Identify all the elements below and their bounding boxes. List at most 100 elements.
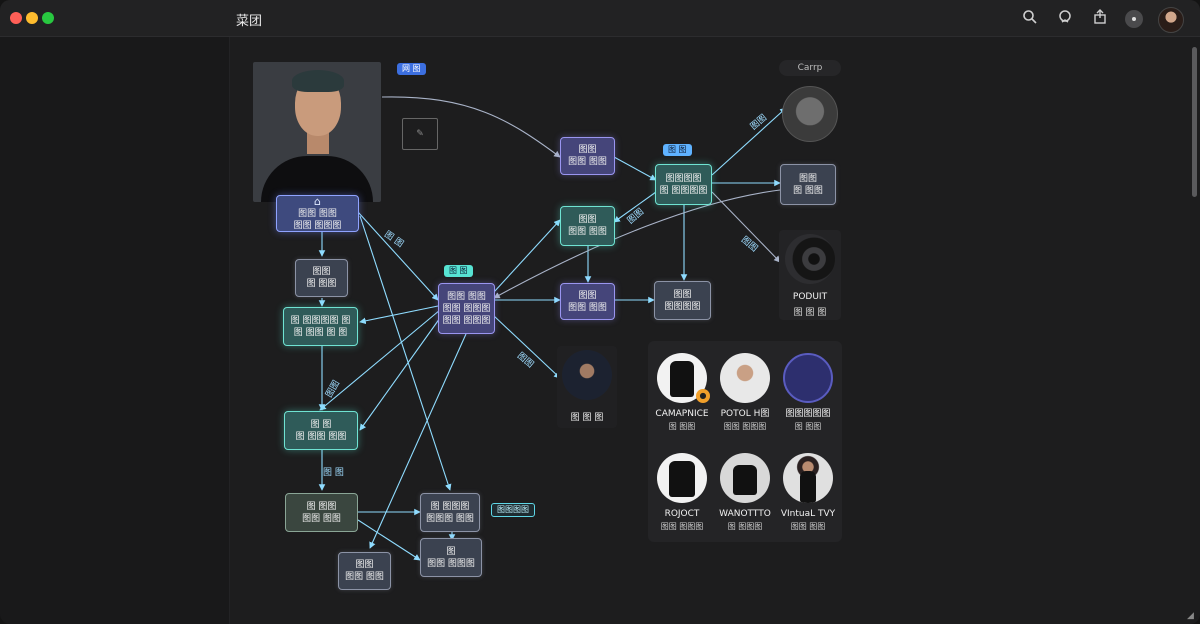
catalog-item-title: VIntuaL TVY [780,509,836,519]
badge-icon: ● [696,389,710,403]
node-teal-c-line1: 图图图图 [665,173,702,184]
node-center-hub[interactable]: 图图 图图 图图 图图图 图图 图图图 [438,283,495,334]
catalog-item[interactable]: WANOTTTO 图 图图图 [713,445,777,541]
node-small-a-line2: 图 图图 [306,279,337,289]
minimize-window-button[interactable] [26,12,38,24]
node-list-a[interactable]: 图 图图图图 图 图 图图 图 图 [283,307,358,346]
catalog-item-title: 图图图图图 [785,409,831,419]
sketch-label: Carrp [779,60,841,76]
sidebar [0,37,230,624]
node-small-a-line1: 图图 [312,267,331,277]
node-slate-b-line2: 图图图图 [664,301,701,312]
catalog-item-title: ROJOCT [664,509,700,519]
node-bottom-mid[interactable]: 图 图图图 图图图 图图 [420,493,480,532]
catalog-item[interactable]: ● CAMAPNICE 图 图图 [650,345,714,441]
node-right-blue[interactable]: 图图 图 图图 [780,164,836,205]
catalog-item-subtitle: 图 图图 [668,422,696,431]
profile-photo[interactable] [253,62,381,202]
scrollbar[interactable] [1190,37,1200,624]
node-home-line2: 图图 图图图 [293,221,342,231]
shirt-image [657,453,707,503]
window-title: 菜团 [236,14,263,29]
node-right-blue-line1: 图图 [798,173,817,184]
search-icon[interactable] [1021,9,1039,27]
node-center-hub-line3: 图图 图图图 [442,315,491,326]
node-bottom-left[interactable]: 图 图图 图图 图图 [285,493,358,532]
catalog-item[interactable]: 图图图图图 图 图图 [776,345,840,441]
model-photo [720,353,770,403]
chip-top-left[interactable]: 网 图 [397,63,426,75]
node-top-purple[interactable]: 图图 图图 图图 [560,137,615,175]
node-teal-c[interactable]: 图图图图 图 图图图图 [655,164,712,205]
catalog-item[interactable]: VIntuaL TVY 图图 图图 [776,445,840,541]
title-bar: 菜团 [0,0,1200,37]
product-catalog: ● CAMAPNICE 图 图图 POTOL H图 图图 图图图 图图图图图 图… [648,341,842,542]
node-list-a-line1: 图 图图图图 图 [290,315,351,326]
chip-mid-right[interactable]: 图 图 [663,144,692,156]
catalog-item-title: CAMAPNICE [655,409,709,419]
node-bottom-left-b-line2: 图图 图图 [345,572,384,582]
home-icon: ⌂ [314,195,321,208]
catalog-item-subtitle: 图图 图图图 [660,522,704,531]
node-center-hub-line1: 图图 图图 [447,291,486,302]
catalog-item[interactable]: ROJOCT 图图 图图图 [650,445,714,541]
node-bottom-mid-b-line1: 图 [446,546,456,557]
node-purple-b-line1: 图图 [578,290,597,301]
node-right-blue-line2: 图 图图 [793,185,823,196]
model-photo [783,453,833,503]
node-top-purple-line1: 图图 [578,145,597,155]
node-bottom-left-line1: 图 图图 [306,501,337,512]
node-list-a-line2: 图 图图 图 图 [293,327,348,338]
catalog-item-subtitle: 图 图图图 [727,522,763,531]
zoom-window-button[interactable] [42,12,54,24]
node-bottom-mid-b[interactable]: 图 图图 图图图 [420,538,482,577]
node-teal-b-line1: 图图 [578,215,597,225]
node-mid-teal[interactable]: 图 图 图 图图 图图 [284,411,358,450]
node-teal-b-line2: 图图 图图 [568,227,607,237]
node-bottom-left-b-line1: 图图 [355,560,374,570]
catalog-item-title: WANOTTTO [719,509,771,519]
catalog-item-subtitle: 图图 图图 [790,522,826,531]
node-slate-b-line1: 图图 [673,289,692,300]
node-bottom-left-line2: 图图 图图 [302,513,341,524]
camera-card[interactable]: PODUIT 图 图 图 [779,230,841,320]
person-photo [562,350,612,400]
chip-side-tag[interactable]: 图图图图 [491,503,535,517]
node-center-hub-line2: 图图 图图图 [442,303,491,314]
node-mid-teal-line1: 图 图 [310,419,332,430]
camera-subtitle: 图 图 图 [793,308,827,318]
person-card[interactable]: 图 图 图 [557,346,617,428]
chat-icon[interactable] [1056,9,1074,27]
user-avatar[interactable] [1158,7,1184,33]
node-mid-teal-line2: 图 图图 图图 [295,431,347,442]
mail-icon [783,353,833,403]
node-teal-b[interactable]: 图图 图图 图图 [560,206,615,246]
photo-hair [292,70,344,92]
node-teal-c-line2: 图 图图图图 [659,185,708,196]
node-small-a[interactable]: 图图 图 图图 [295,259,348,297]
catalog-item-subtitle: 图图 图图图 [723,422,767,431]
scroll-thumb[interactable] [1192,47,1197,197]
share-icon[interactable] [1091,9,1109,27]
node-purple-b[interactable]: 图图 图图 图图 [560,283,615,320]
sketch-portrait [782,86,838,142]
node-slate-b[interactable]: 图图 图图图图 [654,281,711,320]
node-home[interactable]: ⌂ 图图 图图 图图 图图图 [276,195,359,232]
sketch-note-icon: ✎ [402,118,438,150]
sketch-portrait-card[interactable]: Carrp [779,60,841,150]
resize-icon[interactable]: ◢ [1187,611,1194,621]
camera-title: PODUIT [792,292,828,302]
more-button[interactable] [1125,10,1143,28]
node-purple-b-line2: 图图 图图 [568,302,607,313]
catalog-item[interactable]: POTOL H图 图图 图图图 [713,345,777,441]
chip-center[interactable]: 图 图 [444,265,473,277]
tshirt-image [720,453,770,503]
node-home-line1: 图图 图图 [298,209,337,219]
catalog-item-title: POTOL H图 [720,409,770,419]
camera-icon [785,234,835,284]
node-bottom-mid-b-line2: 图图 图图图 [427,558,475,569]
node-bottom-left-b[interactable]: 图图 图图 图图 [338,552,391,590]
close-window-button[interactable] [10,12,22,24]
catalog-item-subtitle: 图 图图 [794,422,822,431]
